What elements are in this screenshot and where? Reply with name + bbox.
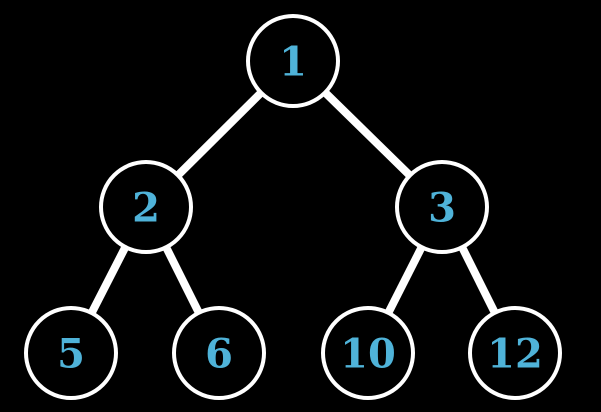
tree-edge-3-10: [384, 245, 426, 315]
node-circle: [24, 306, 118, 400]
tree-node-6: 6: [172, 306, 266, 400]
tree-node-1: 1: [246, 14, 340, 108]
tree-edge-3-12: [458, 245, 499, 315]
tree-edges: [88, 89, 499, 315]
tree-node-2: 2: [99, 160, 193, 254]
node-circle: [468, 306, 562, 400]
tree-node-3: 3: [395, 160, 489, 254]
node-circle: [321, 306, 415, 400]
node-circle: [395, 160, 489, 254]
node-label: 12: [487, 331, 543, 378]
node-label: 10: [340, 331, 396, 378]
tree-edge-2-5: [88, 245, 129, 315]
tree-node-12: 12: [468, 306, 562, 400]
node-circle: [99, 160, 193, 254]
tree-node-5: 5: [24, 306, 118, 400]
node-circle: [172, 306, 266, 400]
tree-edge-1-2: [175, 89, 264, 179]
tree-node-10: 10: [321, 306, 415, 400]
tree-edge-2-6: [162, 245, 203, 315]
node-label: 1: [279, 39, 307, 86]
node-label: 3: [428, 185, 456, 232]
tree-edge-1-3: [322, 89, 413, 179]
node-label: 6: [205, 331, 233, 378]
node-circle: [246, 14, 340, 108]
node-label: 5: [57, 331, 85, 378]
node-label: 2: [132, 185, 160, 232]
